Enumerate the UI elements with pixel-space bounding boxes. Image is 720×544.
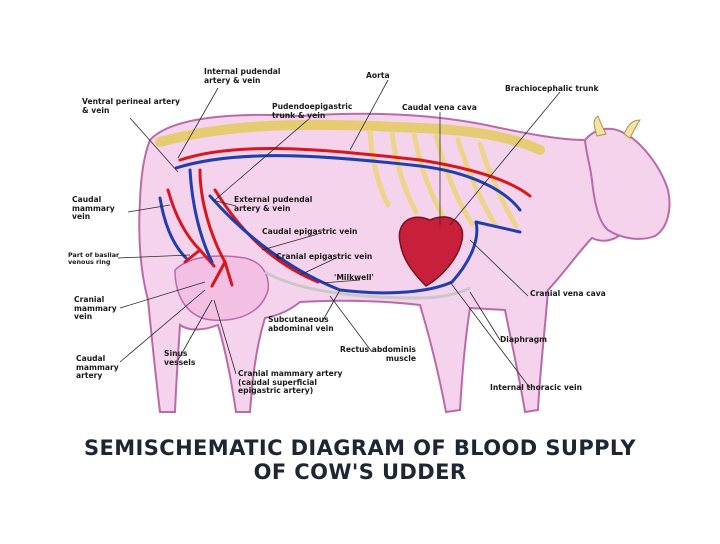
label-caudal-mammary-vein: Caudal mammary vein	[72, 195, 115, 222]
label-milkwell: 'Milkwell'	[334, 273, 374, 282]
label-subcutaneous-abdominal: Subcutaneous abdominal vein	[268, 315, 334, 333]
spine	[155, 119, 545, 155]
label-basilar-venous-ring: Part of basilar venous ring	[68, 251, 120, 267]
label-internal-pudendal: Internal pudendal artery & vein	[204, 67, 281, 85]
label-cranial-mammary-artery: Cranial mammary artery (caudal superfici…	[238, 369, 343, 396]
label-ventral-perineal: Ventral perineal artery & vein	[82, 97, 180, 115]
label-caudal-epigastric: Caudal epigastric vein	[262, 227, 358, 236]
label-brachiocephalic-trunk: Brachiocephalic trunk	[505, 84, 599, 93]
heart	[398, 216, 464, 287]
label-cranial-mammary-vein: Cranial mammary vein	[74, 295, 117, 322]
label-caudal-mammary-artery: Caudal mammary artery	[76, 354, 119, 381]
diagram-title-line2: OF COW'S UDDER	[253, 460, 467, 484]
label-caudal-vena-cava: Caudal vena cava	[402, 103, 477, 112]
label-external-pudendal: External pudendal artery & vein	[234, 195, 313, 213]
cow-head	[583, 127, 671, 240]
label-rectus-abdominis: Rectus abdominis muscle	[340, 345, 416, 363]
label-cranial-vena-cava: Cranial vena cava	[530, 289, 606, 298]
label-aorta: Aorta	[366, 71, 390, 80]
label-diaphragm: Diaphragm	[500, 335, 548, 344]
label-cranial-epigastric: Cranial epigastric vein	[276, 252, 373, 261]
horn-right	[623, 119, 641, 139]
label-pudendoepigastric: Pudendoepigastric trunk & vein	[272, 102, 353, 120]
leader-lines	[117, 79, 561, 389]
ribs	[367, 129, 519, 229]
label-sinus-vessels: Sinus vessels	[164, 349, 196, 367]
horn-left	[593, 115, 607, 137]
abdominal-wall	[264, 270, 471, 300]
diagram-title-line1: SEMISCHEMATIC DIAGRAM OF BLOOD SUPPLY	[83, 436, 637, 460]
cow-body	[138, 112, 634, 414]
label-internal-thoracic-vein: Internal thoracic vein	[490, 383, 583, 392]
